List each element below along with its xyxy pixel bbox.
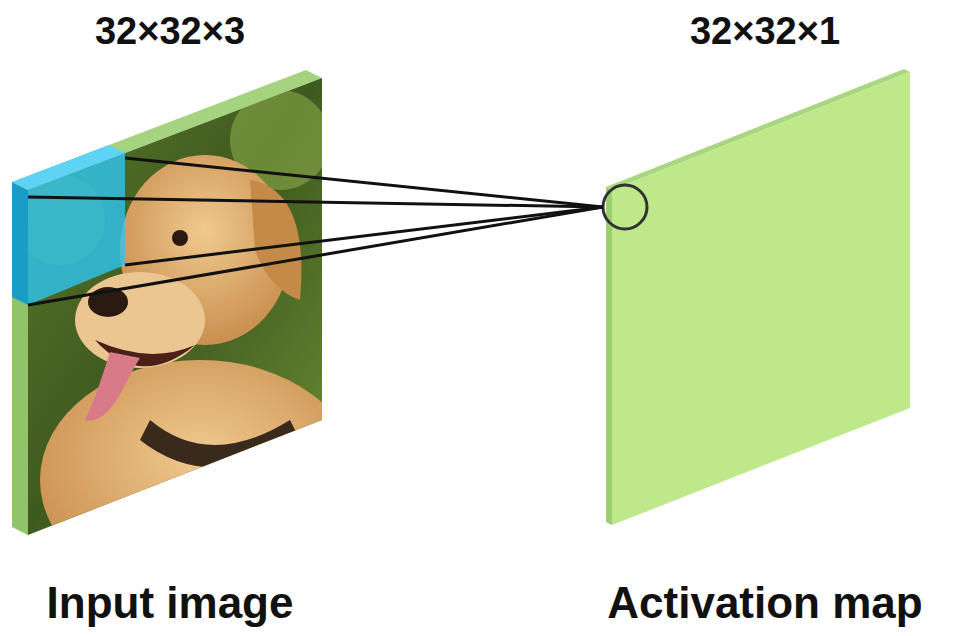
- receptive-field-lines: [28, 158, 603, 305]
- tensor-slab: 32×32×1Activation map: [590, 0, 940, 636]
- connector-line: [28, 207, 603, 305]
- connector-line: [28, 197, 603, 207]
- tensor-slab: 32×32×3Input image: [10, 0, 330, 636]
- slab-name: Input image: [47, 578, 294, 628]
- connector-line: [125, 207, 603, 265]
- dimension-label: 32×32×1: [690, 10, 840, 53]
- slab-name: Activation map: [607, 578, 922, 628]
- dimension-label: 32×32×3: [95, 10, 245, 53]
